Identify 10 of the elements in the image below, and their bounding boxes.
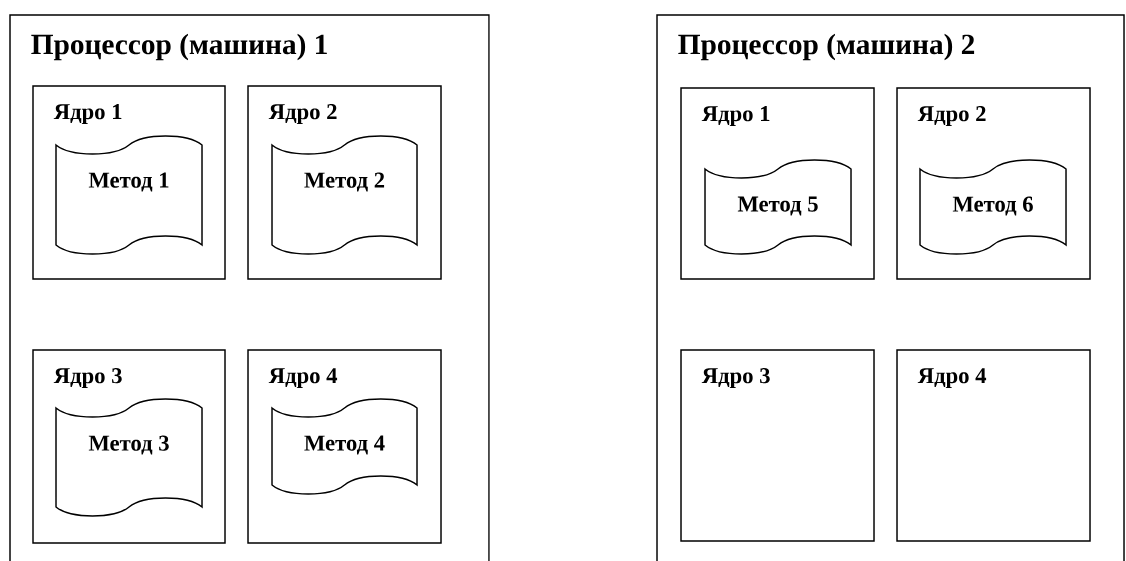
method-document: Метод 3: [55, 398, 203, 517]
method-document: Метод 4: [271, 398, 418, 495]
method-document: Метод 2: [271, 135, 418, 255]
core-box: Ядро 4: [896, 349, 1091, 542]
method-document: Метод 6: [919, 159, 1067, 255]
method-document: Метод 1: [55, 135, 203, 255]
method-document: Метод 5: [704, 159, 852, 255]
core-box: Ядро 3: [680, 349, 875, 542]
processor-title: Процессор (машина) 1: [31, 33, 327, 61]
processor-title: Процессор (машина) 2: [678, 33, 975, 61]
